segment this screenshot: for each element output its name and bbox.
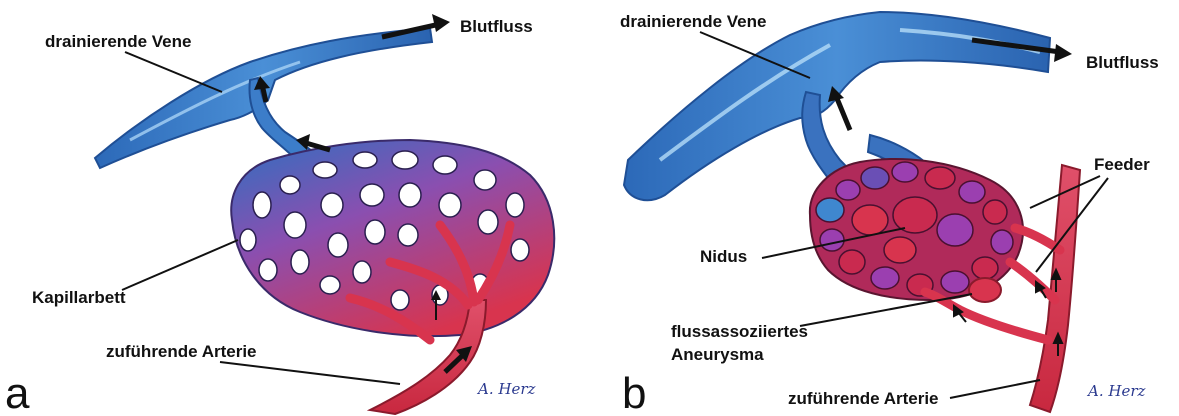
panel-letter-b: b bbox=[622, 369, 646, 416]
flow-arrow-vein-a-head bbox=[432, 14, 450, 32]
label-flow-b: Blutfluss bbox=[1086, 53, 1159, 72]
leader-artery-a bbox=[220, 362, 400, 384]
flow-arrow-vein-b-head bbox=[1054, 44, 1072, 62]
leader-vein-a bbox=[125, 52, 222, 92]
label-capillary-a: Kapillarbett bbox=[32, 288, 126, 307]
label-feeder-b: Feeder bbox=[1094, 155, 1150, 174]
panel-b: drainierende Vene Blutfluss Feeder Nidus… bbox=[620, 12, 1159, 416]
aneurysm-b bbox=[969, 278, 1001, 302]
label-nidus-b: Nidus bbox=[700, 247, 747, 266]
leader-aneurysm-b bbox=[800, 294, 972, 326]
label-vein-b: drainierende Vene bbox=[620, 12, 766, 31]
label-artery-b: zuführende Arterie bbox=[788, 389, 939, 408]
panel-letter-a: a bbox=[5, 369, 30, 416]
label-vein-a: drainierende Vene bbox=[45, 32, 191, 51]
label-aneurysm-b-line2: Aneurysma bbox=[671, 345, 764, 364]
label-artery-a: zuführende Arterie bbox=[106, 342, 257, 361]
panel-a: drainierende Vene Blutfluss Kapillarbett… bbox=[5, 14, 554, 416]
signature-a: A. Herz bbox=[476, 380, 535, 398]
signature-b: A. Herz bbox=[1086, 382, 1145, 400]
leader-capillary-a bbox=[122, 240, 238, 290]
flow-arrow-stem-b bbox=[836, 96, 850, 130]
label-flow-a: Blutfluss bbox=[460, 17, 533, 36]
leader-artery-b bbox=[950, 380, 1040, 398]
label-aneurysm-b-line1: flussassoziiertes bbox=[671, 322, 808, 341]
